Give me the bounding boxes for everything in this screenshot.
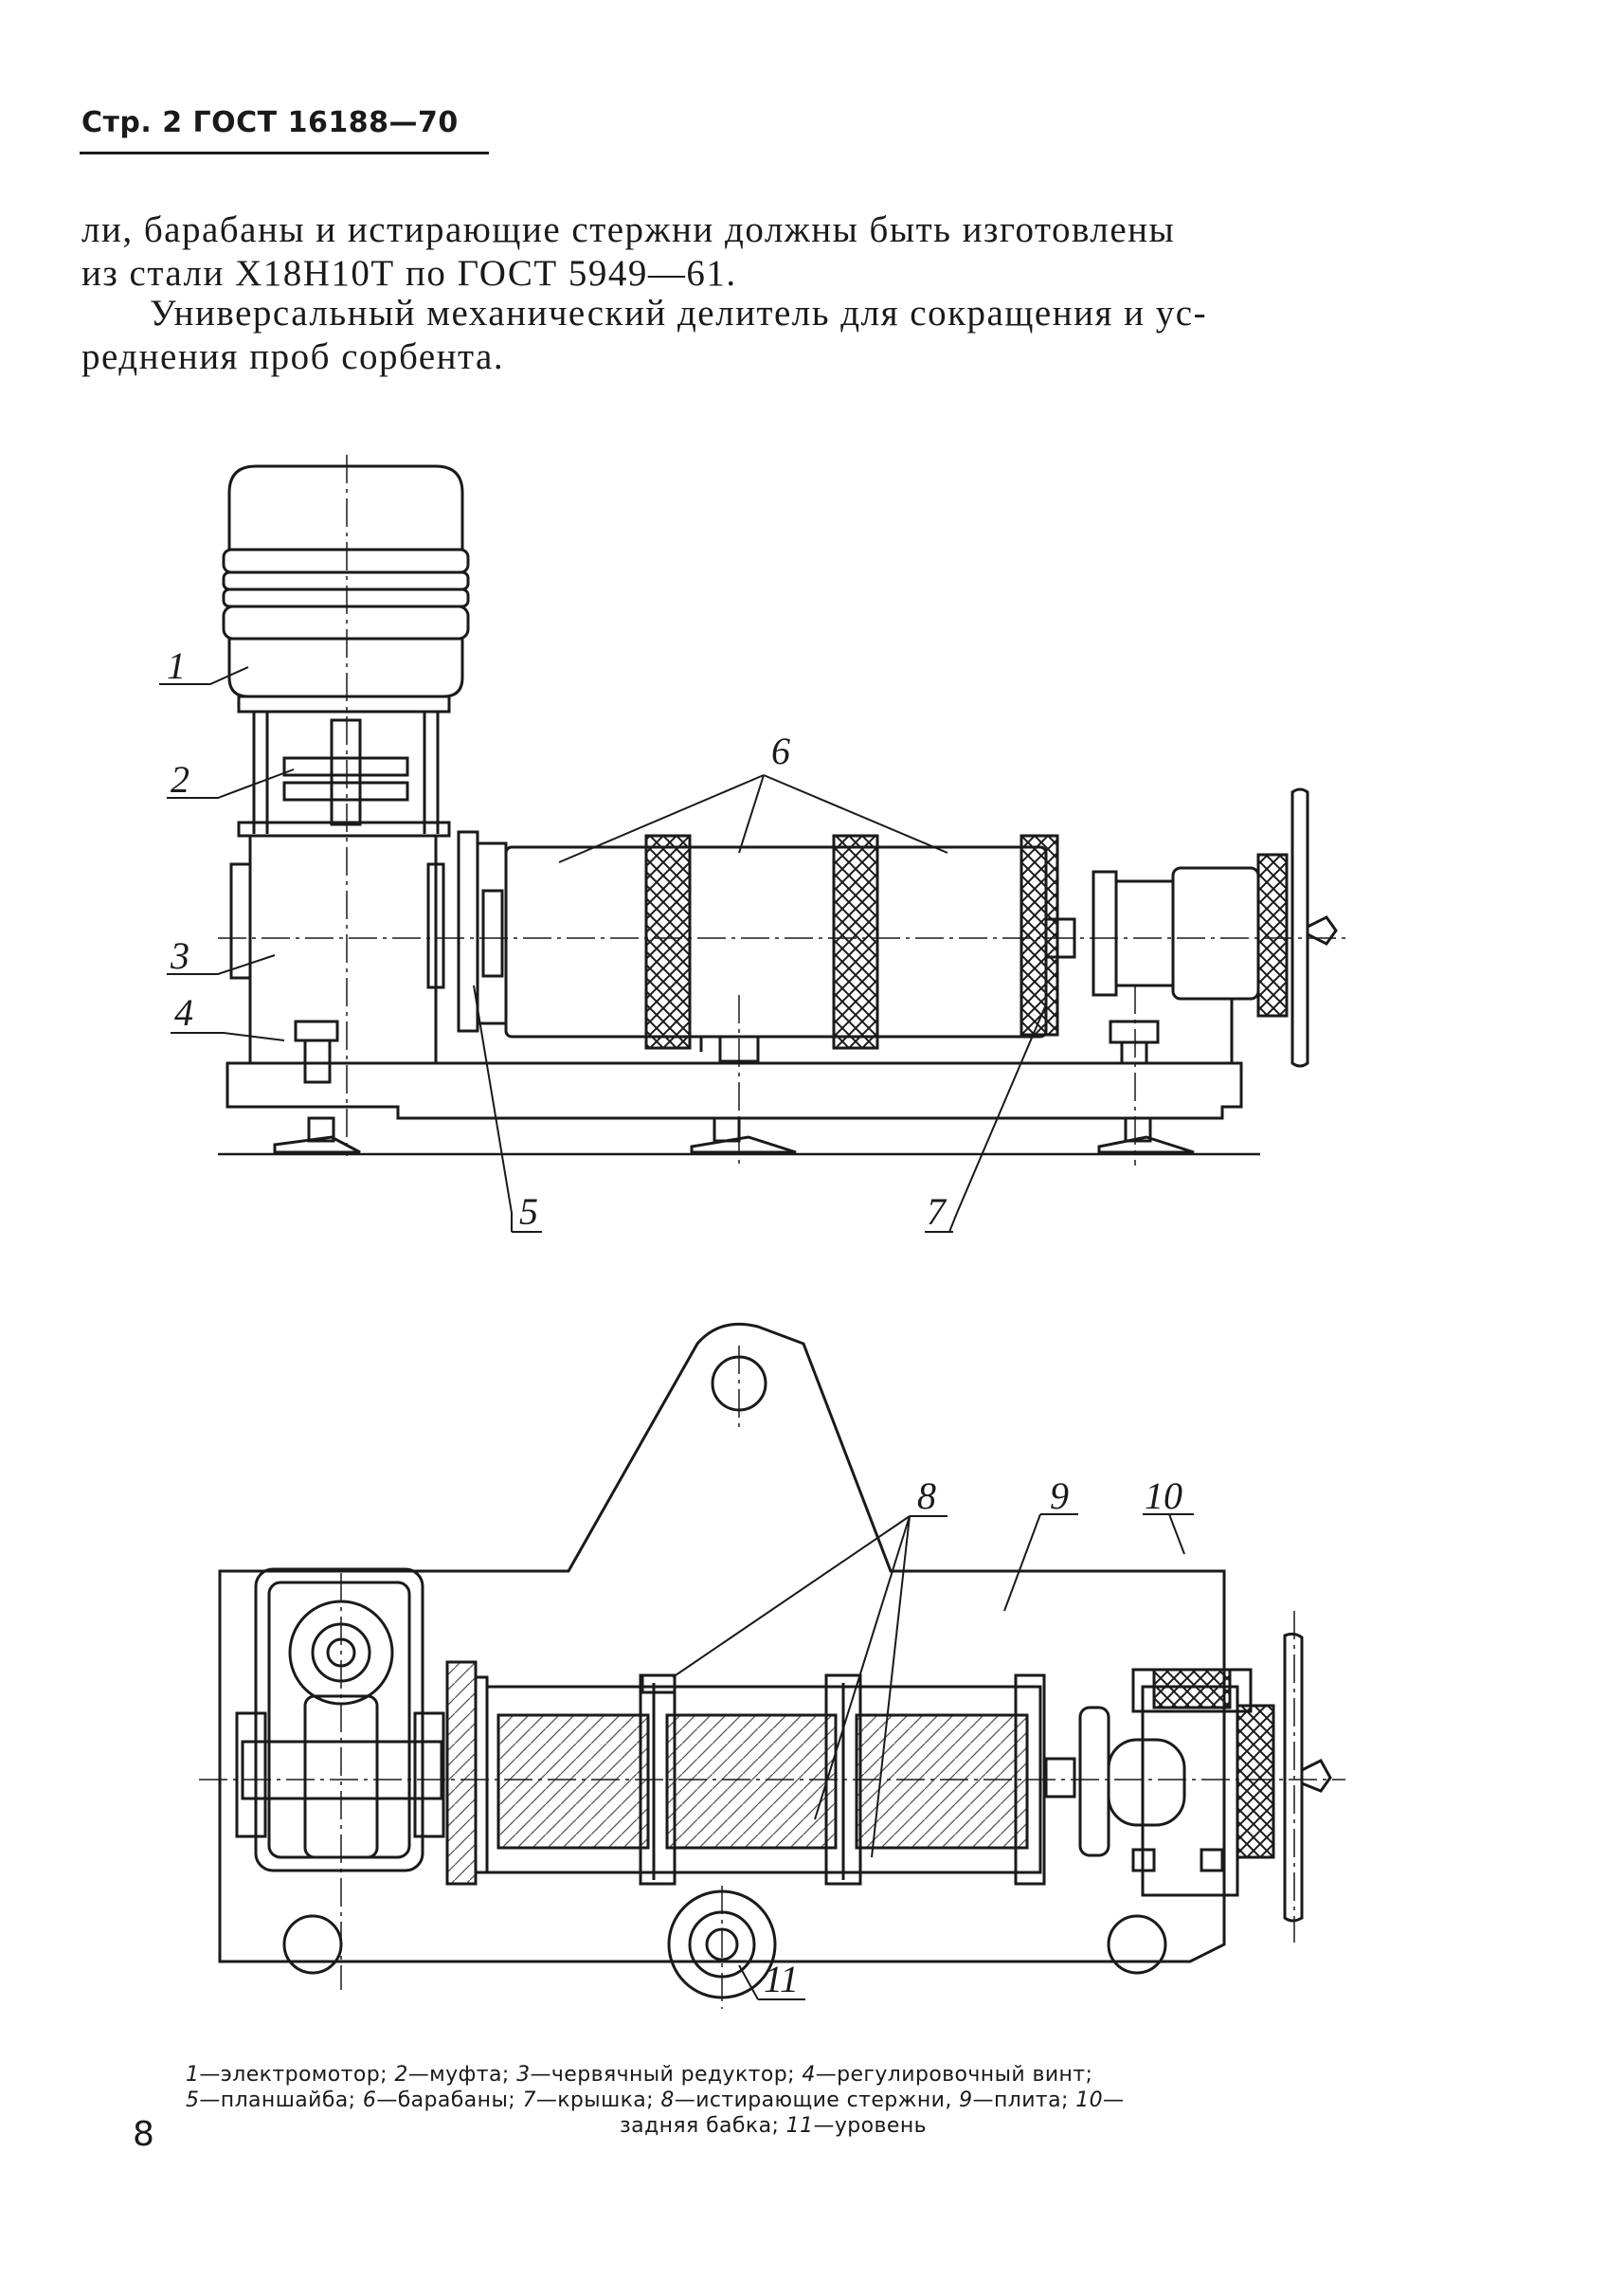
- callout-2: 2: [171, 758, 189, 801]
- caption-line: задняя бабка; 11—уровень: [620, 2114, 927, 2138]
- text-line: ли, барабаны и истирающие стержни должны…: [81, 209, 1176, 250]
- callout-5: 5: [519, 1190, 538, 1233]
- motor-top: [227, 464, 464, 551]
- callout-8: 8: [917, 1474, 936, 1517]
- paragraph-divider-title: Универсальный механический делитель для …: [81, 292, 1408, 379]
- callout-10: 10: [1145, 1474, 1182, 1517]
- page-number: 8: [133, 2115, 154, 2154]
- header-rule: [80, 152, 489, 154]
- callout-3: 3: [170, 934, 189, 977]
- callout-7: 7: [927, 1190, 947, 1233]
- page-header: Стр. 2 ГОСТ 16188—70: [81, 106, 459, 139]
- figure-caption: 1—электромотор; 2—муфта; 3—червячный ред…: [186, 2062, 1361, 2139]
- caption-line: 5—планшайба; 6—барабаны; 7—крышка; 8—ист…: [186, 2088, 1125, 2112]
- callout-6: 6: [771, 730, 790, 772]
- callout-11: 11: [764, 1958, 799, 2000]
- caption-line: 1—электромотор; 2—муфта; 3—червячный ред…: [186, 2063, 1093, 2087]
- figure-side-view: 1 2 3 4 5 6 7: [159, 455, 1345, 1233]
- text-line: реднения проб сорбента.: [81, 336, 505, 377]
- callout-4: 4: [174, 991, 193, 1034]
- callout-9: 9: [1050, 1474, 1069, 1517]
- text-line: Универсальный механический делитель для …: [150, 293, 1208, 334]
- text-line: из стали Х18Н10Т по ГОСТ 5949—61.: [81, 253, 737, 294]
- callout-1: 1: [167, 644, 186, 687]
- paragraph-materials: ли, барабаны и истирающие стержни должны…: [81, 208, 1408, 296]
- figure-plan-view: 8 9 10 11: [199, 1322, 1345, 2009]
